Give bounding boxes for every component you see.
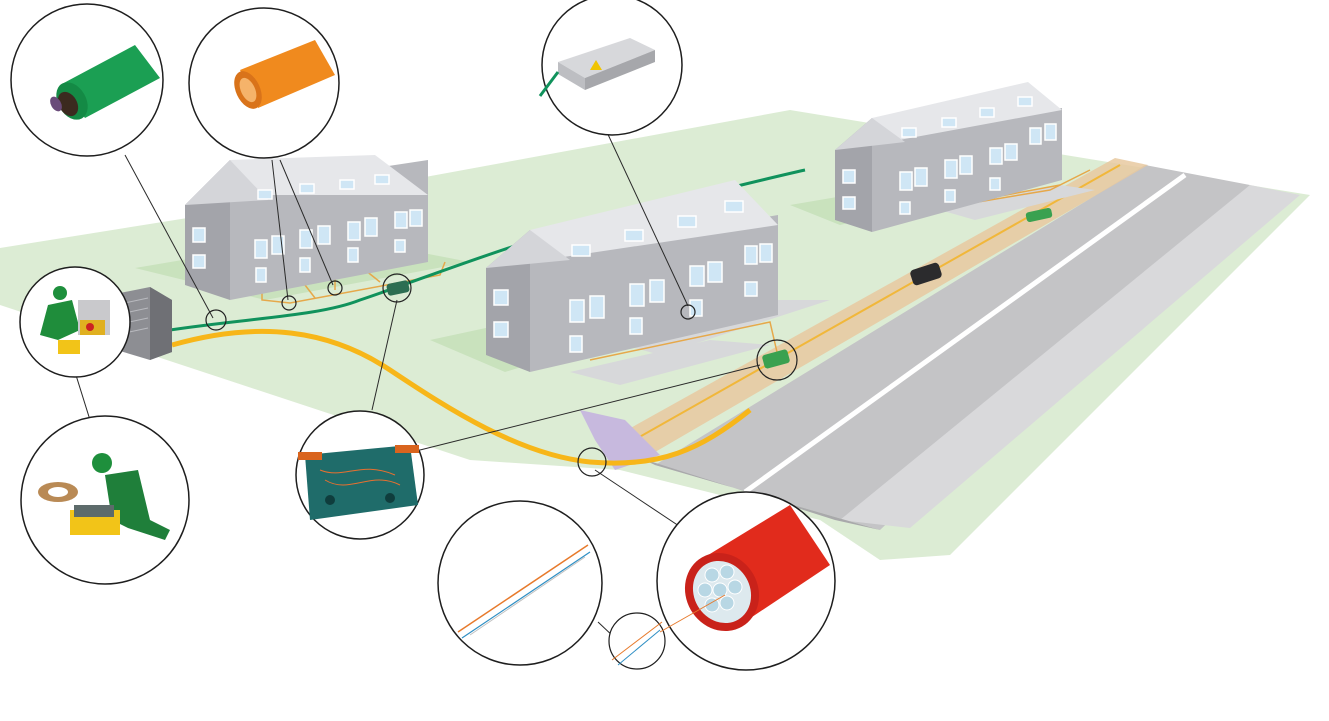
microduct-icon [50, 45, 160, 120]
installer-at-cabinet-detail [19, 266, 131, 378]
road-lane-marking [743, 172, 1187, 495]
joint-closure-detail [295, 410, 425, 540]
joint-closure-icon [298, 445, 419, 520]
house-right [835, 82, 1062, 232]
multi-microduct-bundle-detail [656, 491, 836, 671]
manhole-pit [580, 410, 660, 470]
scene-markers [205, 273, 798, 477]
wall-box-detail [538, 0, 683, 136]
house-left [185, 155, 428, 300]
joint-closure-icon [1025, 207, 1053, 223]
orange-drop-duct-detail [188, 7, 340, 159]
worker-icon [40, 286, 110, 354]
joint-closure-icon [762, 349, 790, 369]
road-surface [655, 165, 1250, 530]
road-shoulder [840, 185, 1300, 528]
installer-splicing-detail [20, 415, 190, 585]
cable-reel-icon [38, 482, 78, 502]
worker-icon [70, 453, 170, 540]
leader-lines [74, 127, 761, 639]
driveway [940, 185, 1095, 220]
joint-closure-icon [386, 280, 410, 296]
green-feeder-duct-detail [10, 3, 164, 157]
fibre-strand-icon [457, 544, 591, 639]
main-duct [171, 328, 752, 466]
fibre-strands-detail [437, 500, 603, 666]
fibre-junction-detail [608, 612, 666, 670]
driveway [570, 340, 770, 385]
connection-box-icon [538, 38, 655, 97]
joint-closure-icon [910, 262, 942, 286]
house-middle [486, 180, 778, 372]
